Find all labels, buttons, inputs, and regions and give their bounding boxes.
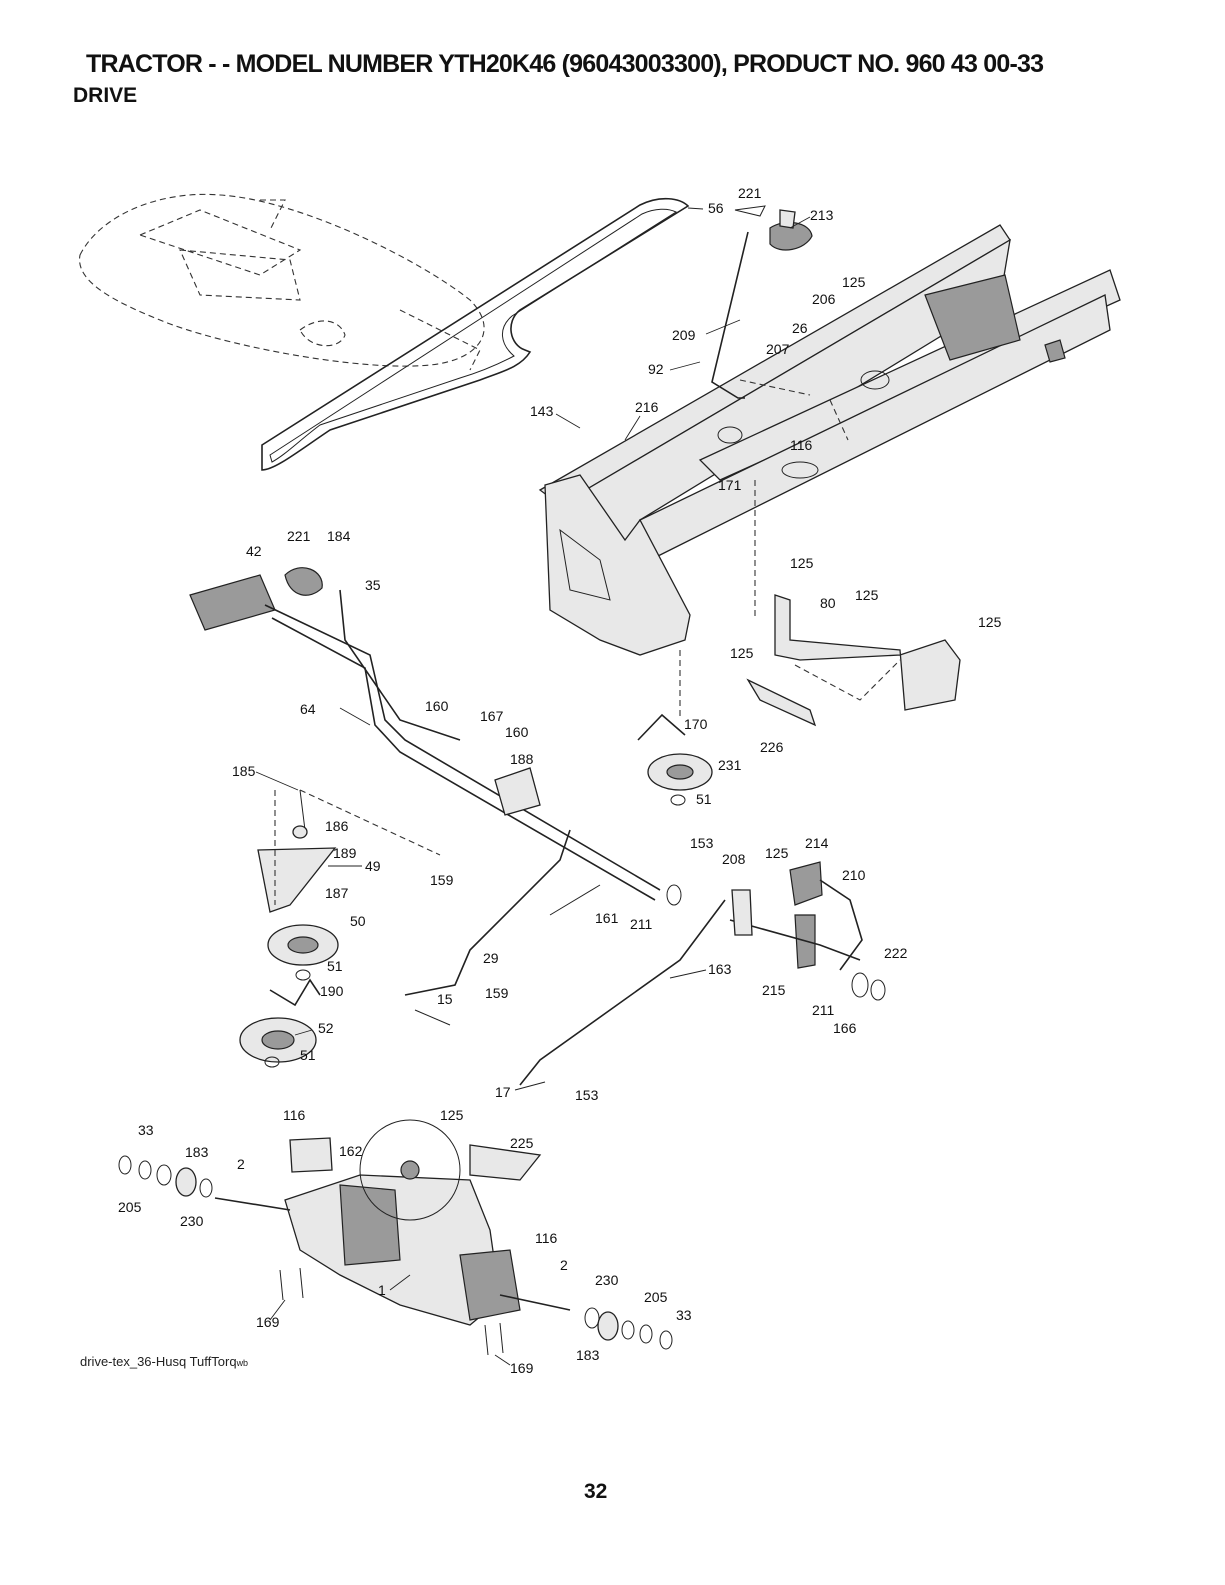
callout-143: 143 xyxy=(530,403,554,419)
callout-80: 80 xyxy=(820,595,836,611)
callout-153: 153 xyxy=(575,1087,599,1103)
callout-206: 206 xyxy=(812,291,836,307)
callout-208: 208 xyxy=(722,851,746,867)
mower-deck-outline xyxy=(79,193,485,371)
diagram-id: drive-tex_36-Husq TuffTorq xyxy=(80,1354,237,1369)
callout-125: 125 xyxy=(978,614,1002,630)
callout-29: 29 xyxy=(483,950,499,966)
callout-216: 216 xyxy=(635,399,659,415)
callout-125: 125 xyxy=(765,845,789,861)
section-title: DRIVE xyxy=(73,84,138,107)
callout-188: 188 xyxy=(510,751,534,767)
callout-183: 183 xyxy=(185,1144,209,1160)
brake-pedal-assembly xyxy=(666,861,886,1001)
callout-167: 167 xyxy=(480,708,504,724)
callout-50: 50 xyxy=(350,913,366,929)
callout-207: 207 xyxy=(766,341,790,357)
callout-169: 169 xyxy=(256,1314,280,1330)
callout-160: 160 xyxy=(425,698,449,714)
callout-116: 116 xyxy=(283,1107,306,1123)
callout-162: 162 xyxy=(339,1143,363,1159)
callout-15: 15 xyxy=(437,991,453,1007)
callout-52: 52 xyxy=(318,1020,334,1036)
callout-209: 209 xyxy=(672,327,696,343)
callout-159: 159 xyxy=(485,985,509,1001)
callout-labels: 221 56 213 125 206 26 209 207 92 143 216… xyxy=(118,185,1002,1376)
callout-160: 160 xyxy=(505,724,529,740)
callout-166: 166 xyxy=(833,1020,857,1036)
callout-213: 213 xyxy=(810,207,834,223)
axle-hardware xyxy=(118,1155,673,1350)
lift-shaft xyxy=(189,567,661,901)
callout-49: 49 xyxy=(365,858,381,874)
drive-belt xyxy=(261,197,690,471)
pulley-231 xyxy=(637,713,713,806)
callout-189: 189 xyxy=(333,845,357,861)
tractor-frame xyxy=(538,224,1121,656)
callout-183: 183 xyxy=(576,1347,600,1363)
callout-185: 185 xyxy=(232,763,256,779)
callout-17: 17 xyxy=(495,1084,511,1100)
page-title: TRACTOR - - MODEL NUMBER YTH20K46 (96043… xyxy=(86,50,1044,78)
callout-64: 64 xyxy=(300,701,316,717)
callout-222: 222 xyxy=(884,945,908,961)
callout-125: 125 xyxy=(855,587,879,603)
callout-125: 125 xyxy=(730,645,754,661)
leader-lines xyxy=(255,207,811,1366)
callout-187: 187 xyxy=(325,885,349,901)
rods-and-springs xyxy=(404,829,726,1091)
callout-56: 56 xyxy=(708,200,724,216)
callout-230: 230 xyxy=(595,1272,619,1288)
shift-lever xyxy=(711,205,813,399)
callout-170: 170 xyxy=(684,716,708,732)
callout-225: 225 xyxy=(510,1135,534,1151)
callout-226: 226 xyxy=(760,739,784,755)
callout-125: 125 xyxy=(842,274,866,290)
callout-184: 184 xyxy=(327,528,351,544)
callout-2: 2 xyxy=(560,1257,568,1273)
callout-230: 230 xyxy=(180,1213,204,1229)
callout-125: 125 xyxy=(790,555,814,571)
callout-159: 159 xyxy=(430,872,454,888)
callout-51: 51 xyxy=(696,791,712,807)
callout-1: 1 xyxy=(378,1282,386,1298)
callout-205: 205 xyxy=(644,1289,668,1305)
callout-221: 221 xyxy=(287,528,311,544)
callout-116: 116 xyxy=(535,1230,558,1246)
callout-33: 33 xyxy=(676,1307,692,1323)
callout-190: 190 xyxy=(320,983,344,999)
callout-211: 211 xyxy=(630,916,653,932)
callout-33: 33 xyxy=(138,1122,154,1138)
callout-186: 186 xyxy=(325,818,349,834)
callout-163: 163 xyxy=(708,961,732,977)
callout-26: 26 xyxy=(792,320,808,336)
callout-211: 211 xyxy=(812,1002,835,1018)
callout-171: 171 xyxy=(718,477,742,493)
callout-51: 51 xyxy=(300,1047,316,1063)
transaxle xyxy=(214,1119,571,1356)
callout-210: 210 xyxy=(842,867,866,883)
callout-92: 92 xyxy=(648,361,664,377)
callout-2: 2 xyxy=(237,1156,245,1172)
bracket-80 xyxy=(746,594,961,727)
callout-35: 35 xyxy=(365,577,381,593)
guide-lines xyxy=(274,379,849,905)
callout-153: 153 xyxy=(690,835,714,851)
callout-221: 221 xyxy=(738,185,762,201)
callout-215: 215 xyxy=(762,982,786,998)
callout-42: 42 xyxy=(246,543,262,559)
callout-231: 231 xyxy=(718,757,742,773)
callout-214: 214 xyxy=(805,835,829,851)
callout-169: 169 xyxy=(510,1360,534,1376)
diagram-id-caption: drive-tex_36-Husq TuffTorqwb xyxy=(80,1354,248,1369)
callout-161: 161 xyxy=(595,910,619,926)
pulley-stack-left xyxy=(239,789,339,1068)
diagram-id-suffix: wb xyxy=(236,1358,249,1368)
callout-51: 51 xyxy=(327,958,343,974)
callout-125: 125 xyxy=(440,1107,464,1123)
page-number: 32 xyxy=(584,1480,608,1503)
callout-116: 116 xyxy=(790,437,813,453)
callout-205: 205 xyxy=(118,1199,142,1215)
